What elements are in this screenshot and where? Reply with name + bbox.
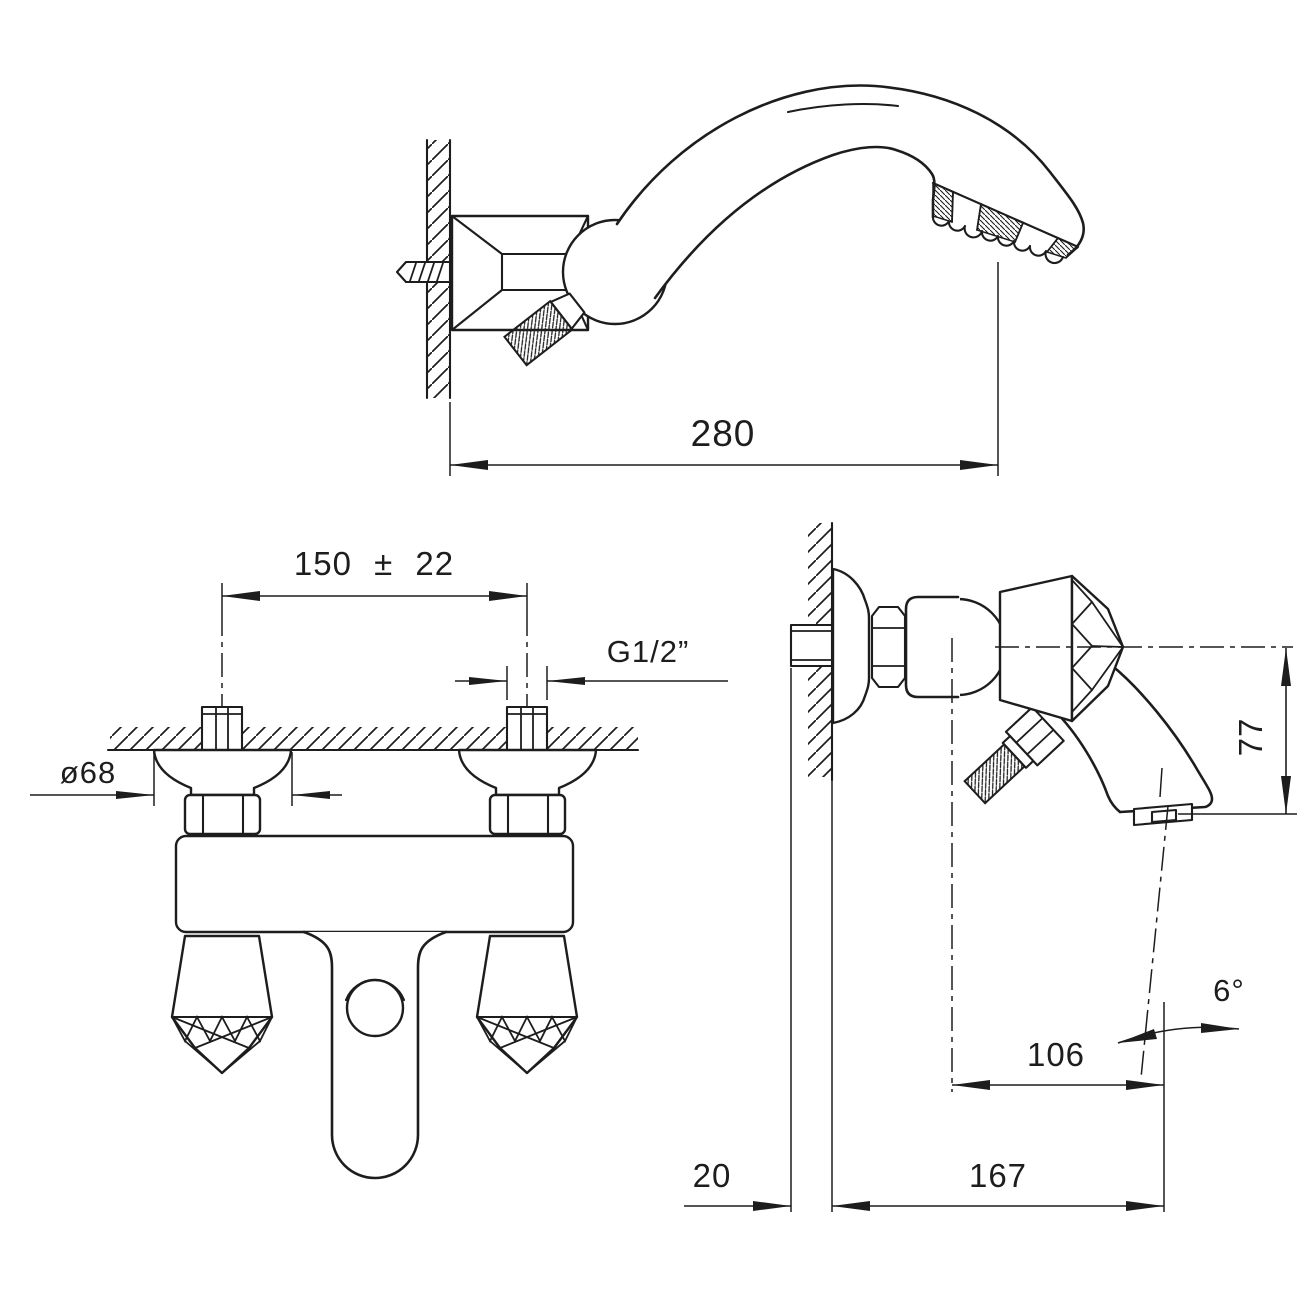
view-hand-shower: 280 bbox=[395, 84, 1085, 476]
dimension-150: 150 ± 22 bbox=[221, 545, 528, 852]
deck-wall-front bbox=[106, 727, 640, 752]
hex-nut-side bbox=[870, 605, 907, 689]
escutcheon-right bbox=[457, 748, 598, 797]
spout-front bbox=[302, 930, 448, 1180]
dimension-d68: ø68 bbox=[30, 752, 342, 806]
dim-label-6deg: 6° bbox=[1213, 973, 1245, 1008]
hex-nut-left bbox=[183, 793, 262, 836]
view-front: 150 ± 22 G1/2” bbox=[30, 545, 728, 1180]
shower-outlet-side bbox=[963, 706, 1065, 805]
hex-nut-right bbox=[488, 793, 567, 836]
shower-inner-curve bbox=[653, 145, 936, 300]
mounting-screw-icon bbox=[395, 260, 452, 284]
dim-label-280: 280 bbox=[691, 413, 756, 454]
crystal-cap-side bbox=[1070, 574, 1125, 723]
dimension-20: 20 bbox=[684, 1157, 791, 1211]
dim-label-d68: ø68 bbox=[60, 755, 116, 790]
barrel-fill bbox=[906, 597, 960, 697]
dimension-g12: G1/2” bbox=[455, 634, 728, 700]
dim-label-167: 167 bbox=[969, 1157, 1027, 1194]
hose-connector-thread bbox=[503, 292, 586, 367]
dimension-280: 280 bbox=[449, 262, 999, 476]
inlet-stub-side bbox=[789, 623, 834, 668]
shower-outer-curve bbox=[615, 84, 1085, 257]
arrowhead-left-icon bbox=[450, 460, 488, 470]
shower-accent-line bbox=[786, 102, 900, 114]
spray-face-scallops bbox=[931, 214, 1065, 265]
shower-grip-band bbox=[931, 181, 1080, 259]
dimension-77: 77 bbox=[1178, 648, 1297, 815]
view-side: 77 106 6° 20 167 bbox=[684, 521, 1297, 1212]
dimension-6deg: 6° bbox=[1117, 973, 1245, 1044]
arrowhead-right-icon bbox=[960, 460, 998, 470]
escutcheon-left bbox=[152, 748, 293, 797]
crystal-handle-left bbox=[170, 934, 274, 1075]
dimension-167: 167 bbox=[832, 1157, 1164, 1211]
dim-label-77: 77 bbox=[1232, 718, 1269, 757]
dim-label-150: 150 ± 22 bbox=[294, 545, 454, 582]
dimension-106: 106 bbox=[952, 1002, 1165, 1212]
inlet-stub-right bbox=[505, 705, 549, 752]
crystal-handle-right bbox=[475, 934, 579, 1075]
dim-label-106: 106 bbox=[1027, 1036, 1085, 1073]
dim-label-20: 20 bbox=[693, 1157, 732, 1194]
escutcheon-side bbox=[831, 567, 871, 725]
spout-hole bbox=[345, 978, 405, 1038]
mixer-body-front bbox=[174, 834, 575, 934]
handle-cone-side bbox=[998, 574, 1074, 723]
hand-shower-body bbox=[615, 84, 1085, 300]
dim-label-g12: G1/2” bbox=[607, 634, 690, 669]
deck-hatch bbox=[110, 727, 638, 750]
inlet-stub-left bbox=[200, 705, 244, 752]
barrel-outline bbox=[904, 595, 960, 699]
